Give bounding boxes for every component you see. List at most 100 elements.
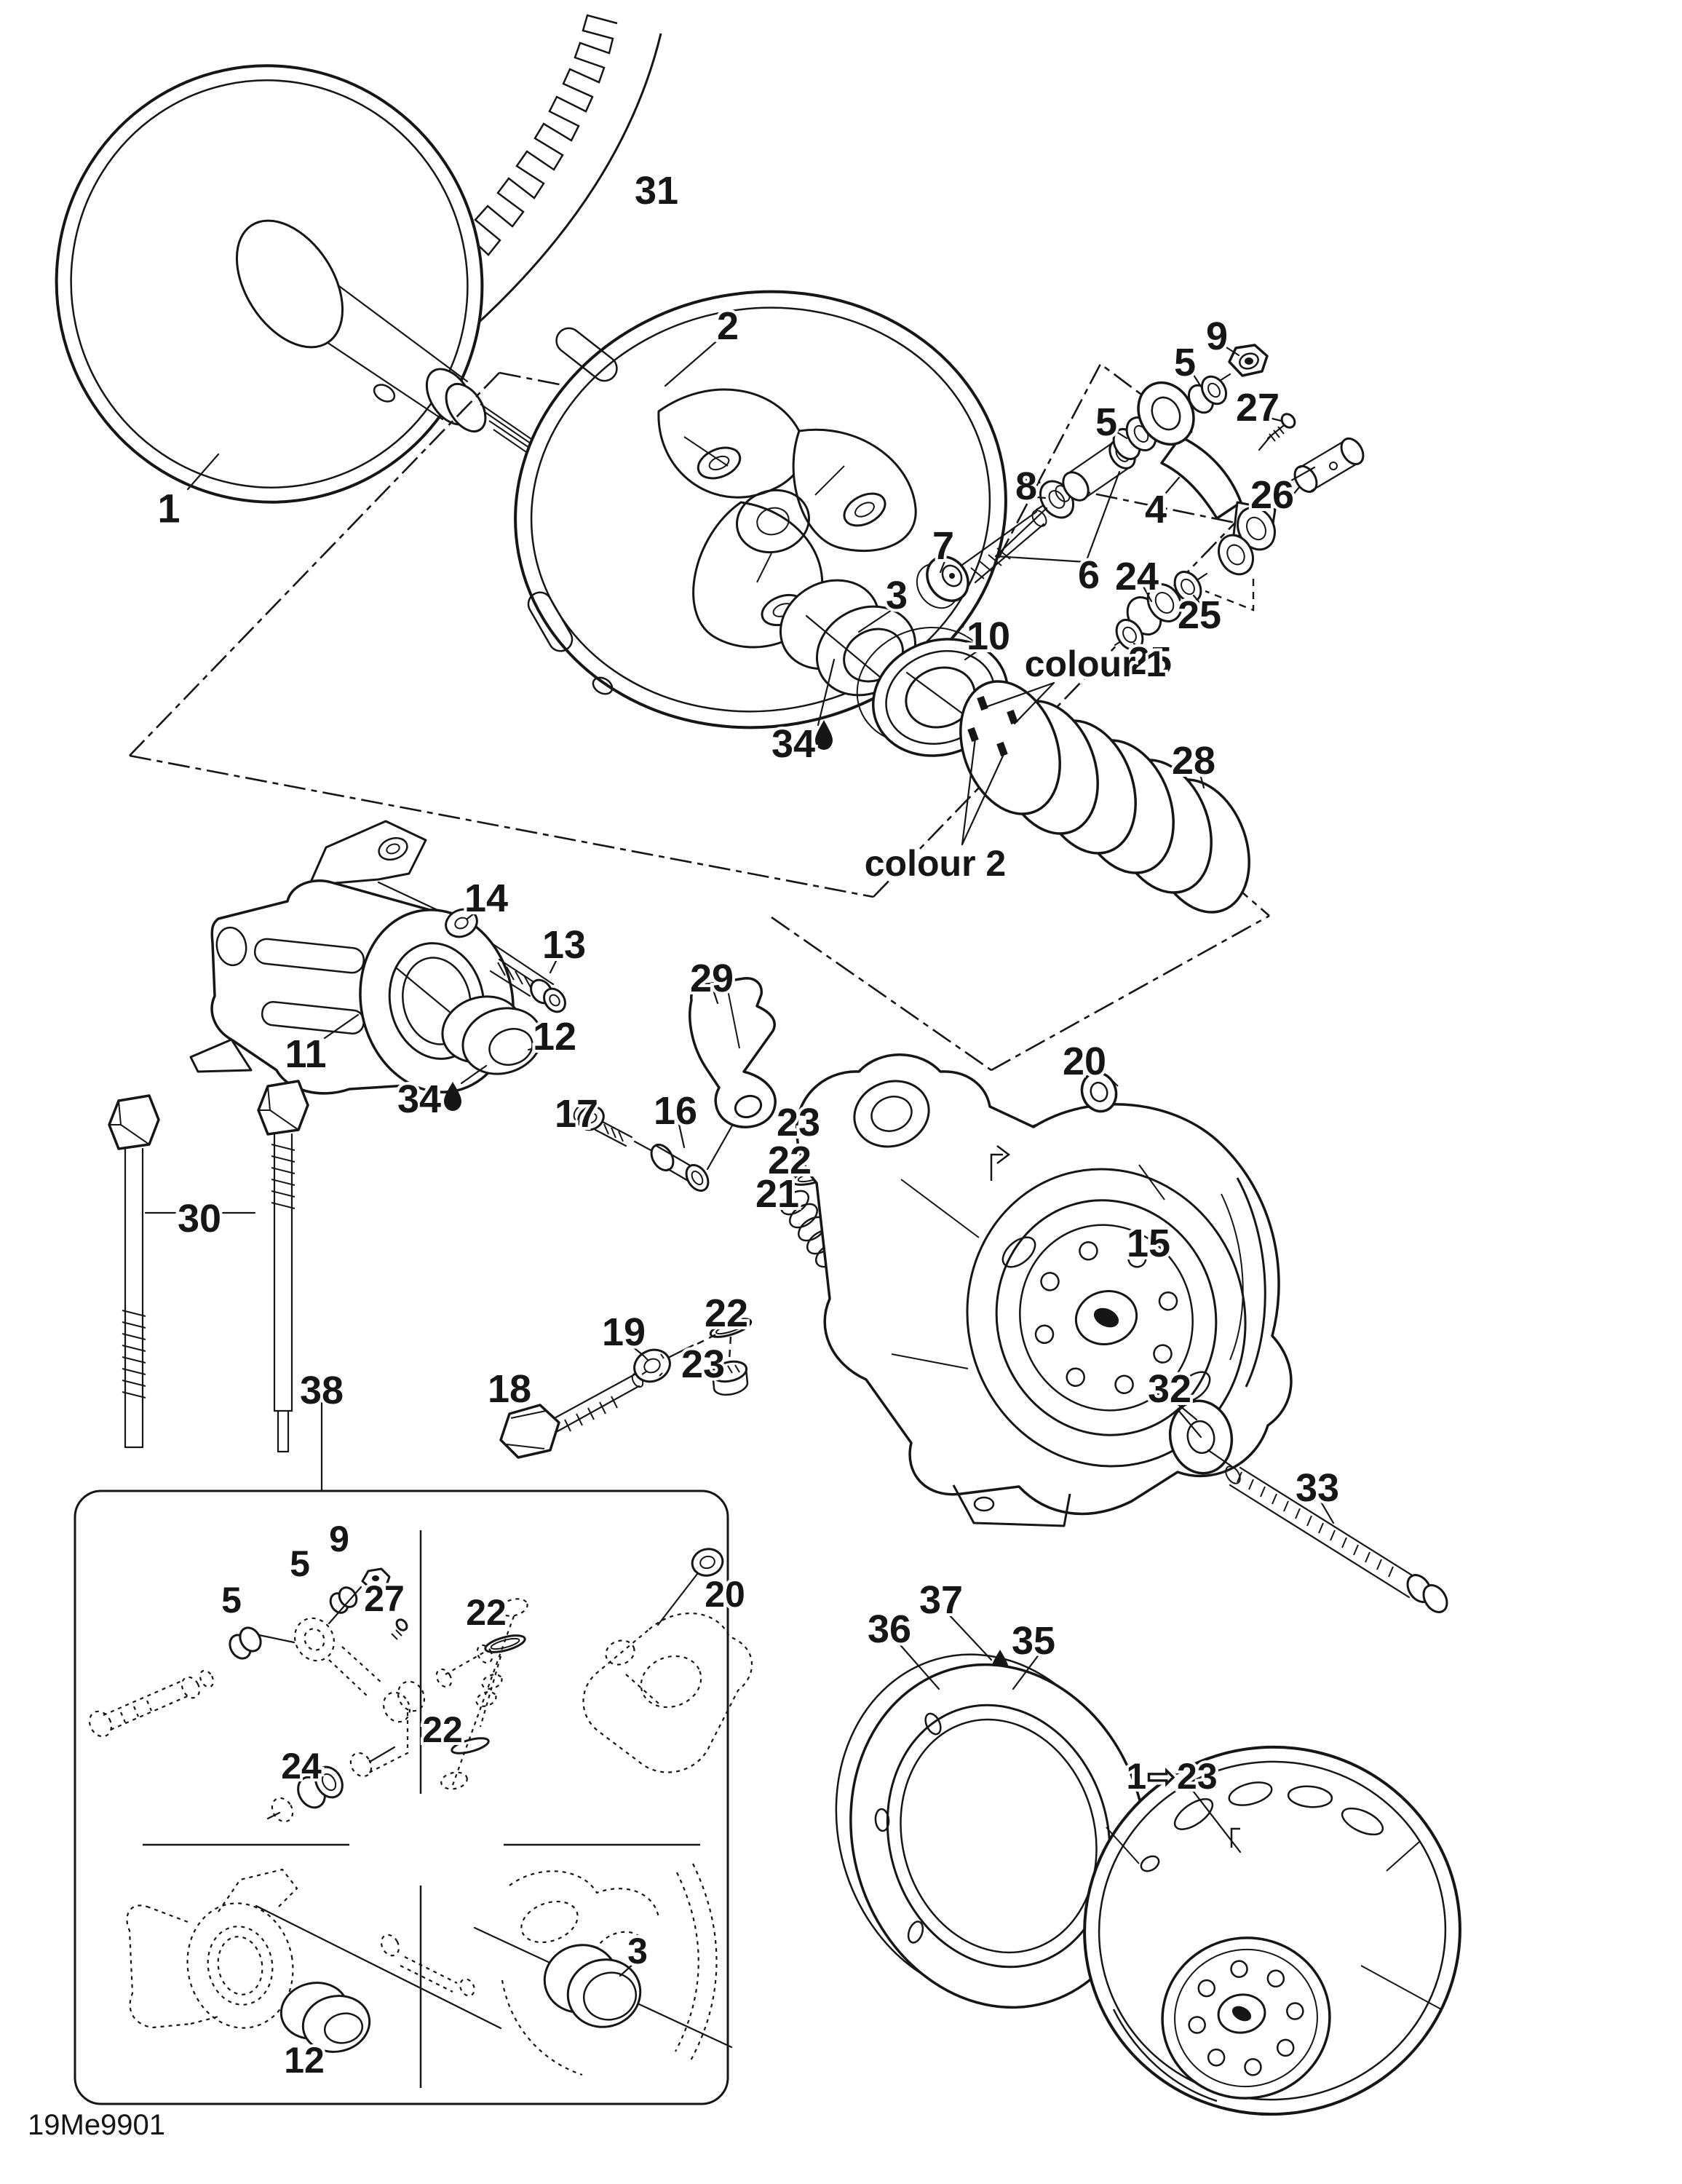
bolt-30-right [257,1080,309,1453]
oil-drop-icon [815,720,833,750]
spring-group [856,626,1250,914]
inset-sheave-detail [473,1863,733,2076]
label-2: 2 [717,304,739,348]
clutch-spring [959,680,1250,914]
label-1: 1 [157,486,180,531]
label-16: 16 [654,1089,697,1133]
oil-drop-icon [444,1082,461,1111]
bolt-7 [916,510,1047,609]
label-8: 8 [1015,464,1037,508]
ramp-hub-11 [189,820,515,1095]
colour-mark-1 [1007,709,1018,725]
label-11: 11 [285,1032,326,1076]
label-30: 30 [178,1197,221,1241]
retainer-ring-35 [835,1653,1148,2009]
label-17: 17 [555,1092,598,1136]
o-ring-22 [709,1318,753,1338]
label-37: 37 [919,1578,963,1622]
label-24b: 24 [281,1746,322,1787]
label-23b: 23 [681,1342,725,1386]
housing-15 [795,1053,1293,1527]
lever-29 [689,977,777,1128]
label-25b: 25 [1128,639,1172,683]
label-colour2: colour 2 [865,843,1006,884]
label-38: 38 [300,1369,344,1412]
label-3: 3 [886,574,908,617]
bushing-5-upper [1187,375,1228,414]
label-4: 4 [1145,488,1167,531]
label-26: 26 [1250,473,1294,517]
lock-nut-9 [1228,344,1269,377]
label-18: 18 [488,1367,531,1411]
governor-spider [657,388,917,649]
bolt-33-group [1168,1399,1448,1613]
label-14: 14 [464,877,508,920]
washer-25-right [1173,571,1202,603]
label-20b: 20 [705,1574,745,1615]
label-22c: 22 [466,1592,507,1633]
bracket-6 [994,470,1121,563]
label-22b: 22 [705,1291,748,1335]
label-19: 19 [602,1310,646,1354]
label-13: 13 [542,923,586,967]
label-22a: 22 [768,1139,812,1182]
label-15: 15 [1127,1222,1170,1265]
label-12a: 12 [533,1015,576,1059]
label-3b: 3 [627,1931,648,1971]
bolt-18-group [499,1318,753,1459]
lever-arm-4 [1137,381,1277,576]
bushing-3 [779,579,917,750]
pin-26 [1293,437,1365,494]
label-21: 21 [755,1172,799,1216]
label-36: 36 [868,1607,911,1651]
label-33: 33 [1296,1466,1339,1510]
screw-13 [489,958,566,1013]
label-20a: 20 [1063,1040,1106,1083]
cap-23 [710,1360,749,1396]
fixed-sheave [55,64,569,504]
label-12b: 12 [284,2040,325,2081]
label-35: 35 [1012,1619,1055,1663]
leader-lines [186,336,1335,1977]
ramp-hub-group [189,820,566,1111]
label-27a: 27 [1236,386,1280,430]
label-9b: 9 [329,1519,349,1559]
label-9a: 9 [1206,314,1228,358]
nut-20 [1080,1071,1119,1113]
bolt-33 [1225,1465,1448,1613]
bushing-12 [441,995,543,1085]
sheet-code: 19Me9901 [28,2109,165,2141]
bushing-5-lower [1112,416,1157,460]
adjustment-bolts-30 [108,1080,309,1453]
label-5c: 5 [221,1580,242,1621]
label-29: 29 [690,957,734,1000]
bolt-18 [499,1372,644,1459]
label-31: 31 [635,169,678,213]
bolt-30-left [108,1094,160,1449]
label-6: 6 [1078,553,1100,597]
label-10: 10 [967,614,1010,658]
screw-27 [1266,413,1296,442]
label-34a: 34 [771,722,815,766]
label-27b: 27 [364,1578,405,1619]
label-colour1: colour 1 [1025,644,1166,684]
washer-19 [633,1348,671,1383]
label-ref123: 1⇨23 [1126,1756,1217,1797]
label-28: 28 [1172,739,1215,783]
label-5a: 5 [1095,400,1117,444]
label-34b: 34 [397,1077,441,1121]
inset-box-38 [74,1401,753,2105]
cover-group [835,1650,1461,2116]
washer-25-left [1115,619,1144,651]
lever-arm-group [916,344,1365,651]
label-7: 7 [932,524,954,568]
label-24a: 24 [1115,555,1159,598]
label-23a: 23 [777,1101,820,1144]
label-5b: 5 [1174,341,1196,384]
label-32: 32 [1148,1367,1191,1411]
inset-hub-detail [126,1868,502,2053]
pin-16 [650,1143,710,1192]
inset-housing-detail [440,1548,753,1790]
